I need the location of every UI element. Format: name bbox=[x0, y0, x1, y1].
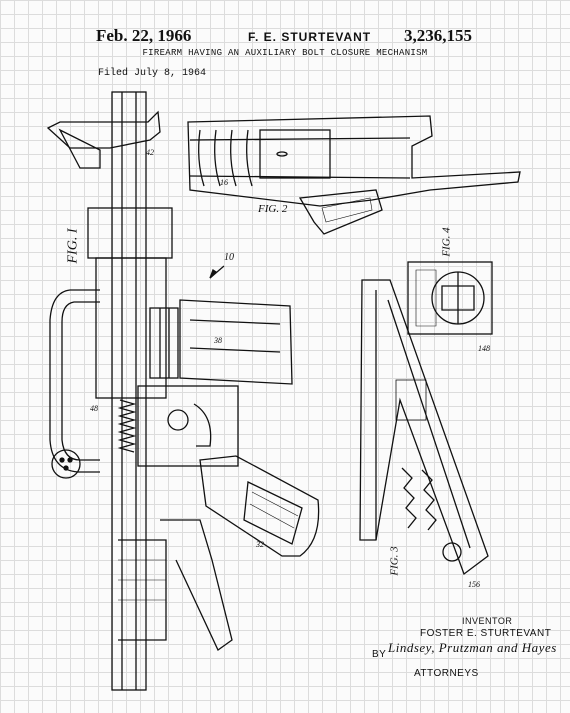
callout-38: 38 bbox=[214, 336, 222, 345]
inventor-name: F. E. STURTEVANT bbox=[248, 30, 372, 44]
patent-number: 3,236,155 bbox=[404, 26, 472, 45]
patent-title: FIREARM HAVING AN AUXILIARY BOLT CLOSURE… bbox=[142, 48, 428, 58]
callout-148: 148 bbox=[478, 344, 490, 353]
by-label: BY bbox=[372, 649, 387, 660]
fig4-label: FIG. 4 bbox=[440, 227, 453, 257]
fig3-mechanism-drawing bbox=[359, 279, 489, 576]
callout-32: 32 bbox=[256, 540, 264, 549]
fig2-label: FIG. 2 bbox=[258, 203, 288, 215]
callout-42: 42 bbox=[146, 148, 154, 157]
callout-48: 48 bbox=[90, 404, 98, 413]
callout-156: 156 bbox=[468, 580, 480, 589]
fig4-section-drawing bbox=[407, 261, 493, 335]
patent-date: Feb. 22, 1966 bbox=[96, 26, 192, 45]
fig1-label: FIG. I bbox=[65, 228, 81, 264]
inventor-full-name: FOSTER E. STURTEVANT bbox=[420, 628, 552, 639]
fig1-rifle-drawing bbox=[46, 91, 320, 691]
callout-16: 16 bbox=[220, 178, 228, 187]
callout-10: 10 bbox=[224, 252, 234, 263]
fig3-label: FIG. 3 bbox=[388, 546, 401, 576]
filing-date: Filed July 8, 1964 bbox=[98, 68, 207, 79]
attorneys-label: ATTORNEYS bbox=[414, 668, 479, 679]
attorney-signature: Lindsey, Prutzman and Hayes bbox=[388, 640, 557, 655]
fig2-bolt-drawing bbox=[187, 115, 521, 235]
inventor-label: INVENTOR bbox=[462, 616, 513, 626]
